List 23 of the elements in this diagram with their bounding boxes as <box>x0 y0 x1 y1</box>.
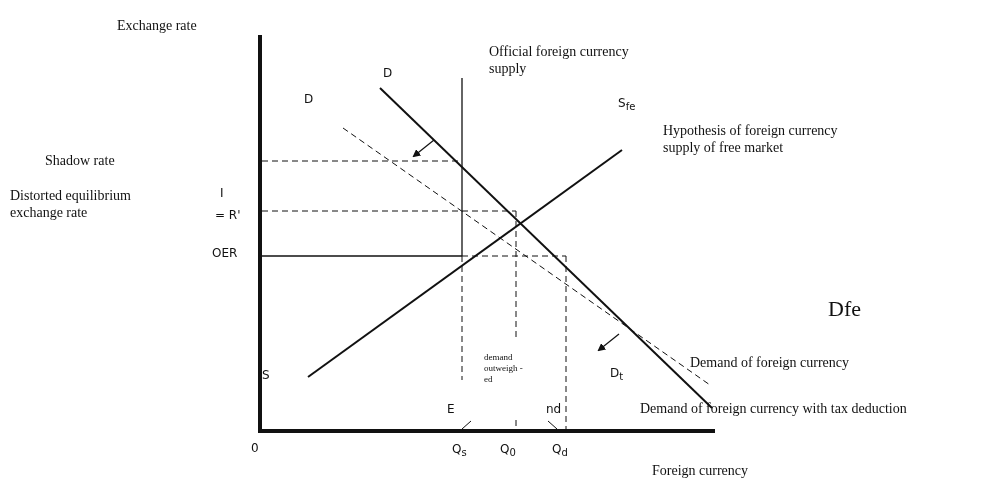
axis-value-label: Q$_{s}$ <box>452 442 467 460</box>
curve-label: Demand of foreign currency with tax deduction <box>640 401 907 418</box>
axis-value-label: = R' <box>215 208 241 223</box>
curve-label: D <box>304 92 314 107</box>
curve-label: Demand of foreign currency <box>690 355 849 372</box>
curve-label: S$_{fe}$ <box>618 96 636 114</box>
curve-label: D <box>383 66 393 81</box>
axis-title: Foreign currency <box>652 463 749 480</box>
curve-label: D$_{t}$ <box>610 366 624 384</box>
origin-label: 0 <box>251 441 259 456</box>
curve-label: Hypothesis of foreign currency supply of free market <box>663 123 838 157</box>
curve-label: Official foreign currency supply <box>489 44 630 78</box>
axis-value-label: Q$_{d}$ <box>552 442 568 460</box>
axis-value-label: I <box>220 186 224 201</box>
rate-label: Shadow rate <box>45 153 115 170</box>
curve-label: S <box>262 368 270 383</box>
curve-label: Dfe <box>828 296 861 323</box>
point-label: nd <box>546 402 562 417</box>
rate-label: Distorted equilibrium exchange rate <box>10 188 132 222</box>
axis-value-label: Q$_{0}$ <box>500 442 516 460</box>
point-label: E <box>447 402 455 417</box>
axis-value-label: OER <box>212 246 238 261</box>
axis-title: Exchange rate <box>117 18 197 35</box>
